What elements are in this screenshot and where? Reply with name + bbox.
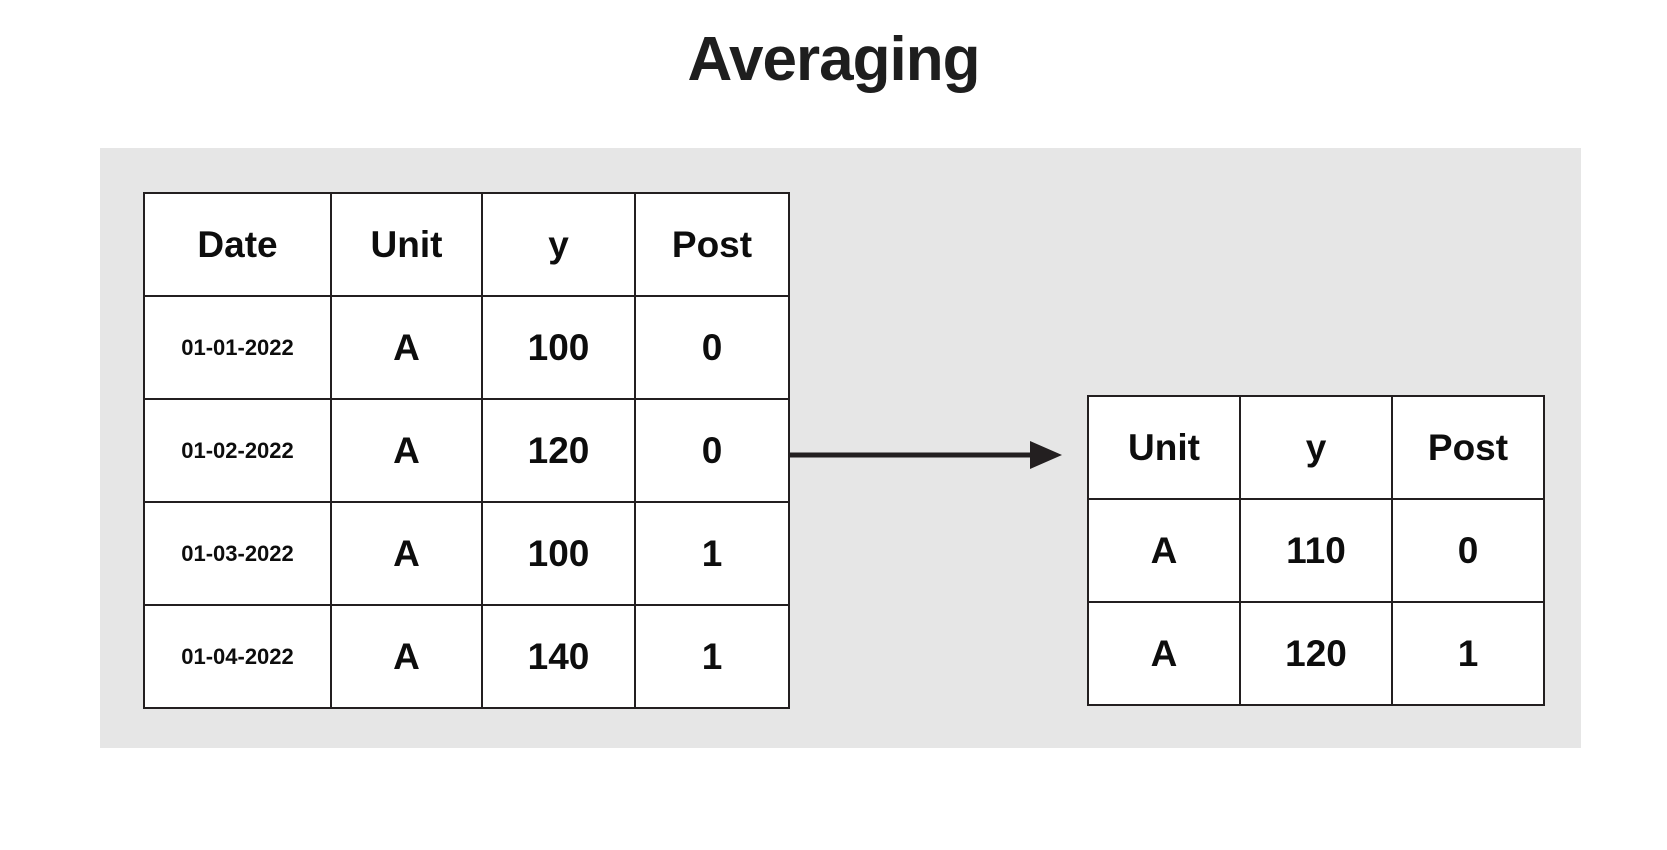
- table-row: 01-03-2022 A 100 1: [143, 501, 790, 606]
- column-header-y: y: [1239, 395, 1393, 500]
- table-row: 01-02-2022 A 120 0: [143, 398, 790, 503]
- cell-post: 0: [634, 295, 790, 400]
- column-header-unit: Unit: [1087, 395, 1241, 500]
- cell-date: 01-02-2022: [143, 398, 332, 503]
- cell-post: 0: [634, 398, 790, 503]
- column-header-y: y: [481, 192, 636, 297]
- column-header-post: Post: [634, 192, 790, 297]
- source-data-table: Date Unit y Post 01-01-2022 A 100 0 01-0…: [143, 192, 790, 709]
- cell-post: 1: [634, 501, 790, 606]
- cell-unit: A: [330, 295, 483, 400]
- table-row: A 120 1: [1087, 601, 1545, 706]
- result-data-table: Unit y Post A 110 0 A 120 1: [1087, 395, 1545, 706]
- table-row: 01-04-2022 A 140 1: [143, 604, 790, 709]
- cell-date: 01-03-2022: [143, 501, 332, 606]
- column-header-post: Post: [1391, 395, 1545, 500]
- table-header-row: Unit y Post: [1087, 395, 1545, 500]
- column-header-date: Date: [143, 192, 332, 297]
- cell-unit: A: [1087, 601, 1241, 706]
- cell-unit: A: [330, 398, 483, 503]
- cell-unit: A: [330, 501, 483, 606]
- cell-post: 0: [1391, 498, 1545, 603]
- cell-y: 140: [481, 604, 636, 709]
- table-row: 01-01-2022 A 100 0: [143, 295, 790, 400]
- cell-y: 120: [481, 398, 636, 503]
- cell-post: 1: [1391, 601, 1545, 706]
- page-title: Averaging: [687, 25, 981, 94]
- cell-y: 100: [481, 501, 636, 606]
- cell-date: 01-04-2022: [143, 604, 332, 709]
- column-header-unit: Unit: [330, 192, 483, 297]
- cell-post: 1: [634, 604, 790, 709]
- right-arrow-icon: [790, 441, 1062, 469]
- cell-y: 110: [1239, 498, 1393, 603]
- table-row: A 110 0: [1087, 498, 1545, 603]
- cell-unit: A: [330, 604, 483, 709]
- cell-date: 01-01-2022: [143, 295, 332, 400]
- table-header-row: Date Unit y Post: [143, 192, 790, 297]
- cell-y: 100: [481, 295, 636, 400]
- cell-unit: A: [1087, 498, 1241, 603]
- cell-y: 120: [1239, 601, 1393, 706]
